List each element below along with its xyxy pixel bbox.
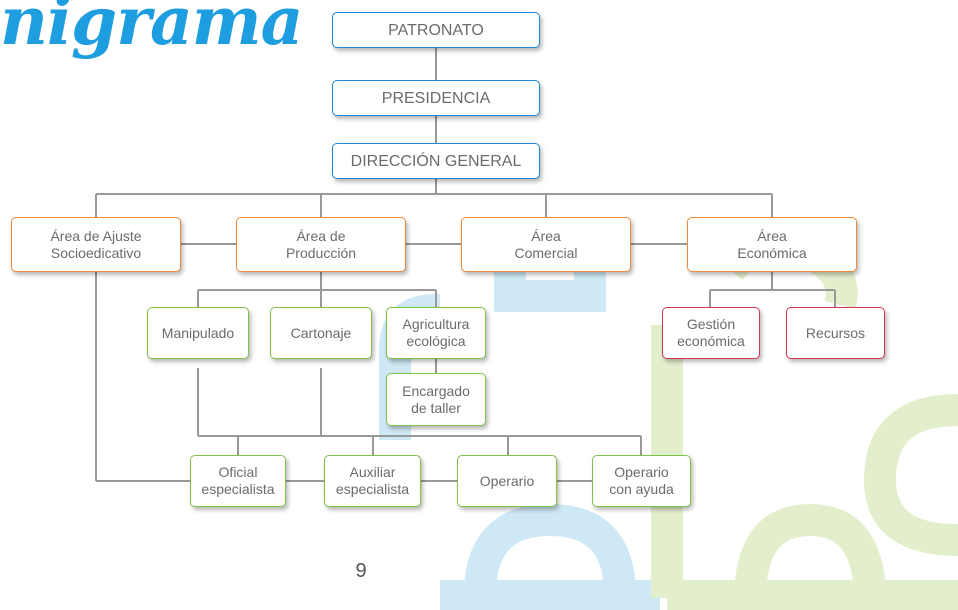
node-presidencia: PRESIDENCIA <box>332 80 540 116</box>
node-encargado: Encargado de taller <box>386 373 486 426</box>
node-oficial: Oficial especialista <box>190 455 286 507</box>
page-number: 9 <box>355 560 367 582</box>
node-manipulado: Manipulado <box>147 307 249 359</box>
node-area-ajuste: Área de Ajuste Socioedicativo <box>11 217 181 272</box>
node-auxiliar: Auxiliar especialista <box>324 455 421 507</box>
node-area-economica: Área Económica <box>687 217 857 272</box>
node-area-produccion: Área de Producción <box>236 217 406 272</box>
node-patronato: PATRONATO <box>332 12 540 48</box>
node-area-comercial: Área Comercial <box>461 217 631 272</box>
node-agricultura: Agricultura ecológica <box>386 307 486 359</box>
node-direccion-general: DIRECCIÓN GENERAL <box>332 143 540 179</box>
node-operario-ayuda: Operario con ayuda <box>592 455 691 507</box>
node-recursos: Recursos <box>786 307 885 359</box>
node-operario: Operario <box>457 455 557 507</box>
node-cartonaje: Cartonaje <box>270 307 372 359</box>
page-title: nigrama <box>0 0 303 60</box>
node-gestion: Gestión económica <box>662 307 760 359</box>
